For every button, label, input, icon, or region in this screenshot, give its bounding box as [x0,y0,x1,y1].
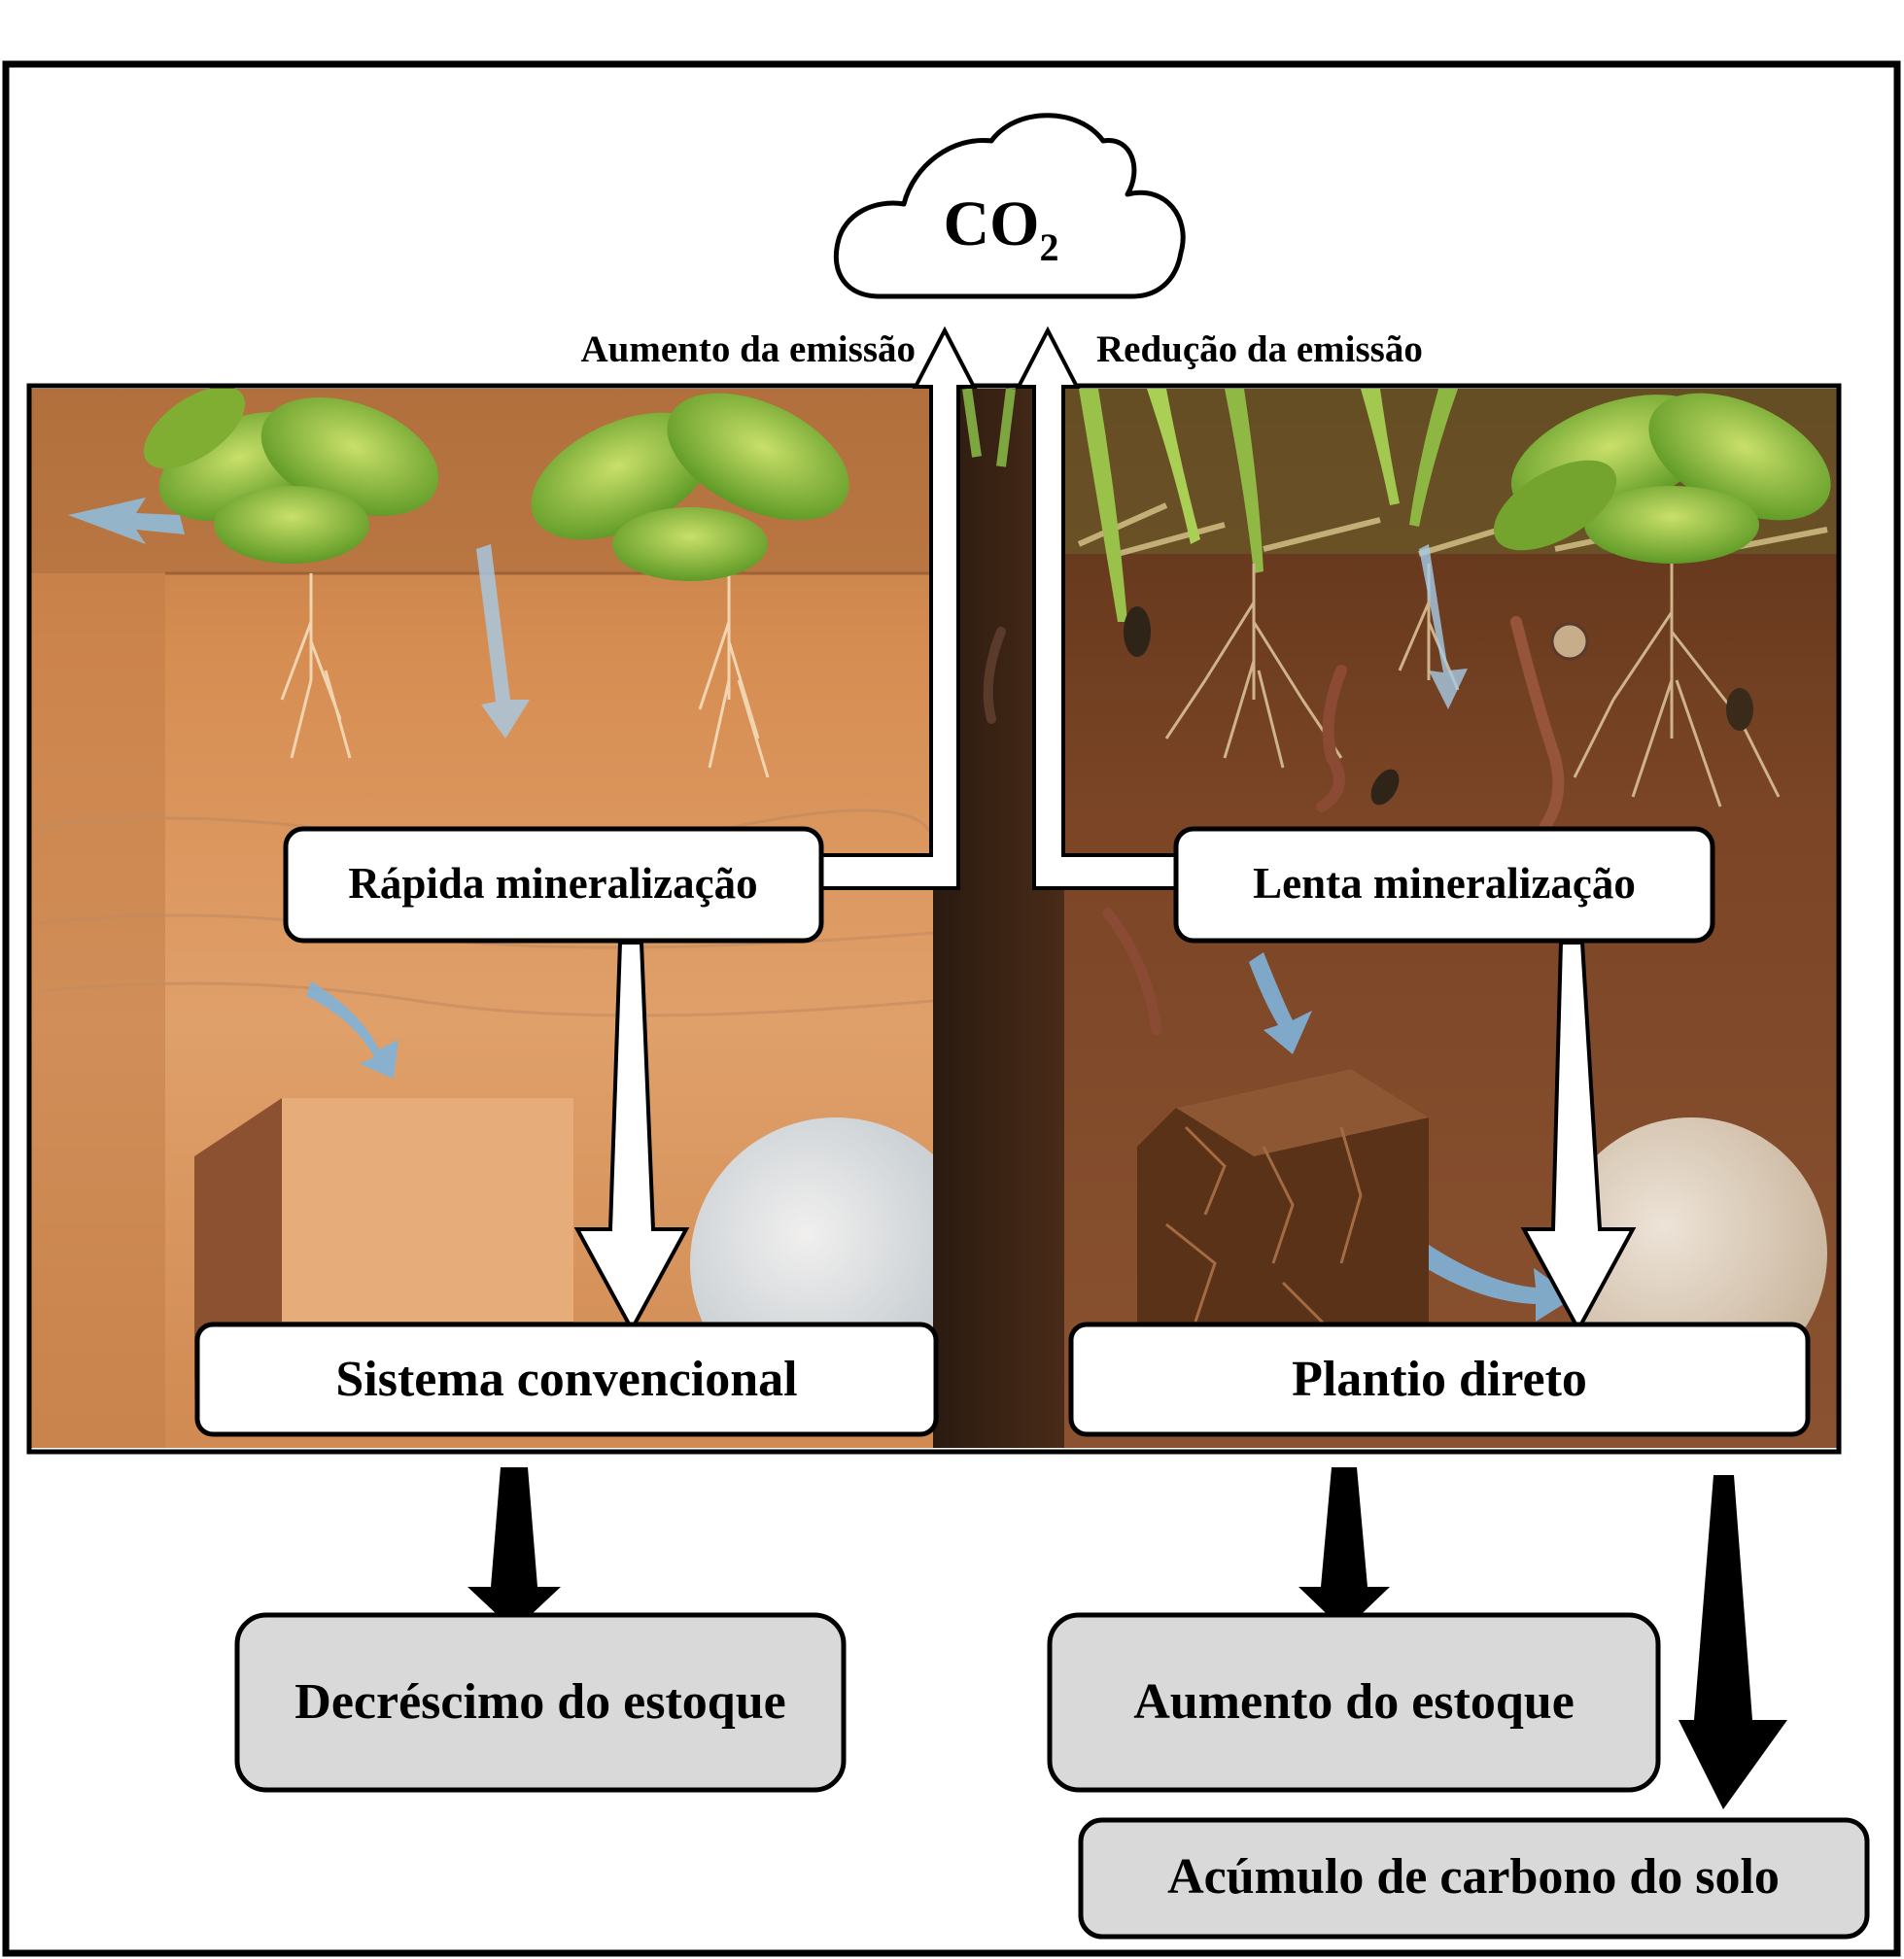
conventional-down-arrow [573,941,690,1334]
no-till-down-arrow [1520,941,1637,1334]
slow-mineralization-label: Lenta mineralização [1253,859,1636,908]
carbon-accumulation-label: Acúmulo de carbono do solo [1167,1849,1780,1905]
decrease-stock-arrow [467,1467,561,1631]
decrease-stock-label: Decréscimo do estoque [294,1674,785,1730]
conventional-system-label: Sistema convencional [335,1352,797,1407]
co2-label: CO2 [944,189,1059,269]
increase-stock-label: Aumento do estoque [1133,1674,1575,1730]
no-till-system-box [1068,1322,1811,1437]
rapid-mineralization-label: Rápida mineralização [348,859,757,908]
emission-reduction-label: Redução da emissão [1096,328,1423,370]
carbon-accumulation-arrow [1679,1475,1787,1809]
carbon-accumulation-box [1078,1817,1870,1940]
emission-increase-label: Aumento da emissão [580,328,916,370]
increase-stock-box [1047,1612,1661,1793]
conventional-system-box [194,1322,939,1437]
decrease-stock-box [234,1612,847,1793]
increase-stock-arrow [1298,1467,1390,1631]
co2-cloud-icon [833,113,1186,299]
emission-reduction-arrow [1015,326,1178,890]
no-till-system-label: Plantio direto [1292,1352,1587,1407]
slow-mineralization-box [1173,826,1715,944]
rapid-mineralization-box [283,826,824,944]
emission-increase-arrow [819,326,978,890]
